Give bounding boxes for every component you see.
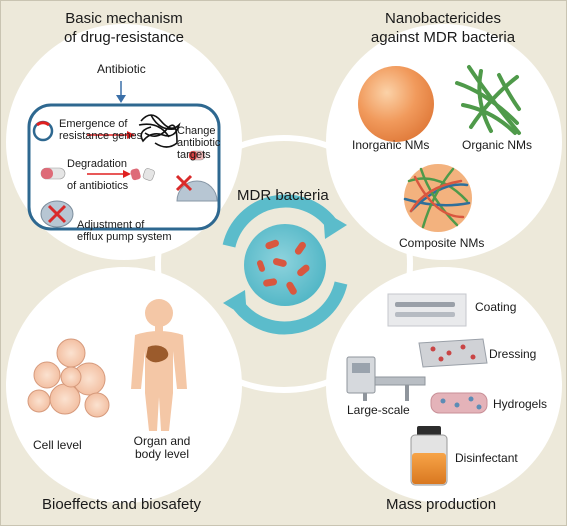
connector-ring	[155, 135, 413, 393]
circle-bottom-left	[6, 267, 242, 503]
circle-bottom-right	[326, 267, 562, 503]
label-cell-level: Cell level	[33, 438, 82, 452]
antibiotic-pill-icon	[40, 167, 66, 180]
disinfectant-bottle-icon	[410, 426, 448, 486]
label-change-targets: Change antibiotic targets	[177, 125, 221, 161]
blocked-x-icon	[175, 174, 193, 192]
dressing-icon	[418, 338, 488, 368]
human-body-icon	[131, 299, 187, 431]
label-composite-nms: Composite NMs	[399, 236, 485, 250]
cycle-arrows-icon	[222, 194, 348, 335]
label-organ-body-level: Organ and body level	[133, 434, 191, 461]
center-title: MDR bacteria	[237, 187, 329, 204]
title-nanobactericides-line1: Nanobactericides	[385, 10, 501, 27]
target-icon	[188, 150, 206, 161]
liver-icon	[146, 345, 169, 363]
label-dressing: Dressing	[489, 347, 537, 361]
degraded-pill-icon	[130, 168, 155, 181]
large-scale-machine-icon	[346, 356, 426, 401]
inorganic-sphere-icon	[358, 66, 434, 142]
title-drug-resistance-line1: Basic mechanism	[65, 10, 183, 27]
title-nanobactericides: Nanobactericides against MDR bacteria	[353, 9, 533, 47]
label-disinfectant: Disinfectant	[455, 451, 518, 465]
organic-fibers-icon	[455, 65, 521, 135]
label-antibiotic: Antibiotic	[97, 62, 146, 76]
title-drug-resistance: Basic mechanism of drug-resistance	[39, 9, 209, 47]
label-hydrogels: Hydrogels	[493, 397, 548, 411]
dna-tangle-icon	[138, 114, 181, 148]
label-coating: Coating	[475, 300, 517, 314]
label-degradation-line2: of antibiotics	[67, 180, 129, 192]
efflux-x-icon	[47, 204, 67, 224]
label-large-scale: Large-scale	[347, 403, 410, 417]
label-efflux: Adjustment of efflux pump system	[77, 219, 172, 243]
composite-nm-icon	[403, 164, 472, 232]
cells-icon	[27, 338, 110, 418]
title-nanobactericides-line2: against MDR bacteria	[370, 29, 516, 46]
title-drug-resistance-line2: of drug-resistance	[63, 29, 185, 46]
label-emergence: Emergence of resistance genes	[59, 118, 143, 142]
title-bioeffects: Bioeffects and biosafety	[42, 496, 201, 513]
coating-tube-icon	[387, 293, 467, 327]
label-degradation-line1: Degradation	[67, 158, 127, 170]
label-organic-nms: Organic NMs	[462, 138, 533, 152]
title-mass-production: Mass production	[386, 496, 497, 513]
label-inorganic-nms: Inorganic NMs	[352, 138, 430, 152]
bacteria-icon	[256, 239, 310, 295]
hydrogel-icon	[430, 392, 488, 414]
